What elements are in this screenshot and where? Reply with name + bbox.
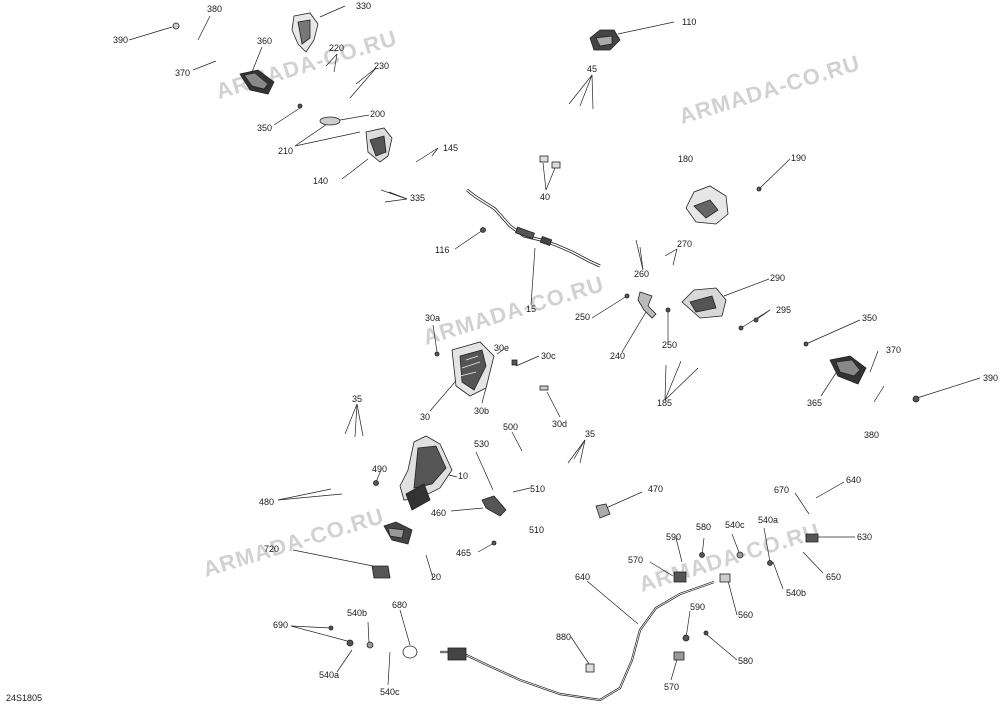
callout-230: 230 (374, 61, 390, 71)
callout-560: 560 (738, 610, 754, 620)
callout-570: 570 (628, 555, 644, 565)
callout-540a: 540a (319, 670, 340, 680)
callout-35: 35 (352, 394, 363, 404)
callout-465: 465 (456, 548, 472, 558)
callout-370: 370 (886, 345, 902, 355)
callout-490: 490 (372, 464, 388, 474)
callout-630: 630 (857, 532, 873, 542)
callout-590: 590 (666, 532, 682, 542)
callout-380: 380 (207, 4, 223, 14)
callout-650: 650 (826, 572, 842, 582)
callout-570: 570 (664, 682, 680, 692)
callout-540b: 540b (786, 588, 807, 598)
callout-480: 480 (259, 497, 275, 507)
callout-270: 270 (677, 239, 693, 249)
callout-720: 720 (264, 544, 280, 554)
callout-350: 350 (862, 313, 878, 323)
callout-670: 670 (774, 485, 790, 495)
callout-540c: 540c (725, 520, 745, 530)
callout-116: 116 (435, 245, 450, 255)
callout-510: 510 (530, 484, 546, 494)
callout-360: 360 (257, 36, 273, 46)
callout-140: 140 (313, 176, 329, 186)
callout-335: 335 (410, 193, 426, 203)
leader-lines (128, 5, 981, 686)
callout-185: 185 (657, 398, 673, 408)
callout-35: 35 (585, 429, 596, 439)
callout-250: 250 (575, 312, 591, 322)
callout-145: 145 (443, 143, 459, 153)
callout-460: 460 (431, 508, 447, 518)
callout-380: 380 (864, 430, 880, 440)
callout-240: 240 (610, 351, 626, 361)
callout-45: 45 (587, 64, 598, 74)
callout-640: 640 (575, 572, 591, 582)
callout-10: 10 (458, 471, 469, 481)
callout-30e: 30e (494, 343, 510, 353)
callout-540b: 540b (347, 608, 368, 618)
callout-260: 260 (634, 269, 650, 279)
callout-540c: 540c (380, 687, 400, 697)
callout-30b: 30b (474, 406, 490, 416)
callout-30c: 30c (541, 351, 556, 361)
callout-40: 40 (540, 192, 551, 202)
callout-330: 330 (356, 1, 372, 11)
callout-220: 220 (329, 43, 345, 53)
callout-540a: 540a (758, 515, 779, 525)
callout-510: 510 (529, 525, 545, 535)
callout-680: 680 (392, 600, 408, 610)
callout-370: 370 (175, 68, 191, 78)
callout-470: 470 (648, 484, 664, 494)
callout-30d: 30d (552, 419, 568, 429)
callout-110: 110 (682, 17, 697, 27)
diagram-code: 24S1805 (6, 693, 43, 703)
callout-365: 365 (807, 398, 823, 408)
callout-200: 200 (370, 109, 386, 119)
callout-580: 580 (738, 656, 754, 666)
callout-15: 15 (526, 304, 537, 314)
callout-20: 20 (431, 572, 442, 582)
callout-590: 590 (690, 602, 706, 612)
callout-190: 190 (791, 153, 807, 163)
callout-180: 180 (678, 154, 694, 164)
callout-390: 390 (113, 35, 129, 45)
callout-295: 295 (776, 305, 792, 315)
callout-690: 690 (273, 620, 289, 630)
callout-880: 880 (556, 632, 572, 642)
callout-210: 210 (278, 146, 294, 156)
callout-390: 390 (983, 373, 999, 383)
handlebar-assembly (172, 12, 920, 702)
callout-640: 640 (846, 475, 862, 485)
callout-250: 250 (662, 340, 678, 350)
callout-500: 500 (503, 422, 519, 432)
callout-530: 530 (474, 439, 490, 449)
callout-290: 290 (770, 273, 786, 283)
callout-350: 350 (257, 123, 273, 133)
callout-30a: 30a (425, 313, 441, 323)
callout-30: 30 (420, 412, 431, 422)
callout-580: 580 (696, 522, 712, 532)
